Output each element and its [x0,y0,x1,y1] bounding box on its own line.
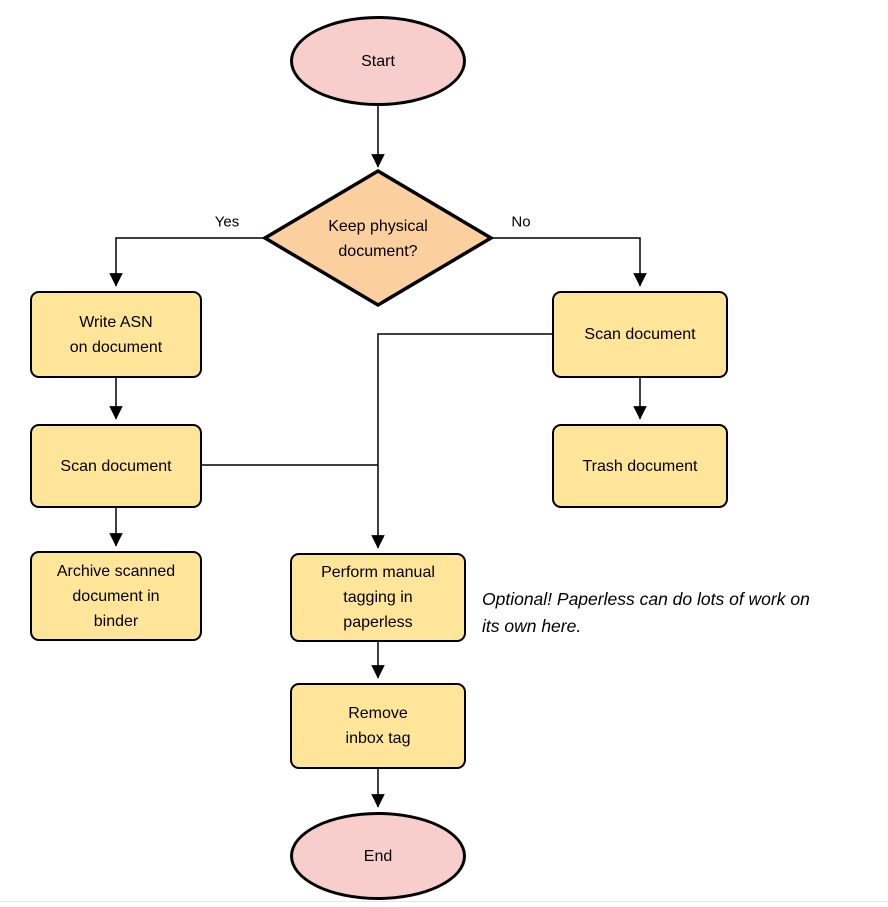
write-asn-node: Write ASN on document [30,291,202,378]
manual-tagging-node: Perform manual tagging in paperless [290,553,466,642]
remove-inbox-tag-node-label: Remove inbox tag [345,705,411,747]
scan-document-right-node-label: Scan document [584,326,696,343]
edge-label-yes: Yes [211,213,243,231]
start-node-label: Start [361,52,395,70]
decision-node-label: Keep physical document? [328,218,428,260]
trash-document-node-label: Trash document [582,457,698,475]
archive-node: Archive scanned document in binder [30,551,202,641]
scan-document-left-node: Scan document [30,424,202,508]
archive-node-label: Archive scanned document in binder [56,562,176,630]
edge-decision-no-to-scan-right [491,237,647,287]
trash-document-node: Trash document [552,424,728,508]
optional-note: Optional! Paperless can do lots of work … [482,589,810,636]
decision-node: Keep physical document? [288,206,468,272]
end-node-label: End [363,847,393,865]
edge-decision-yes-to-write-asn [109,237,265,287]
manual-tagging-node-label: Perform manual tagging in paperless [321,564,435,631]
scan-document-right-node: Scan document [552,291,728,378]
start-node: Start [290,16,466,106]
end-node: End [290,812,466,900]
decision-diamond-shape [261,168,495,308]
edge-scan-right-to-tagging [371,333,552,549]
scan-document-left-node-label: Scan document [60,457,172,475]
edge-label-no: No [508,213,534,231]
page-bottom-edge [0,901,888,902]
write-asn-node-label: Write ASN on document [69,313,163,356]
remove-inbox-tag-node: Remove inbox tag [290,683,466,769]
